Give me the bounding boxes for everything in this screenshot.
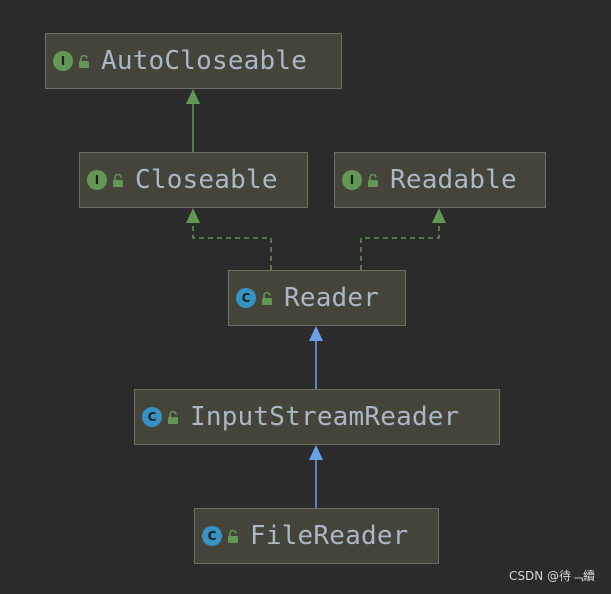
- arrowhead-autocloseable: [186, 89, 200, 104]
- node-label: AutoCloseable: [101, 46, 308, 76]
- interface-icon: I: [87, 170, 107, 190]
- class-icon: C: [142, 407, 162, 427]
- unlocked-icon: [168, 410, 178, 424]
- node-filereader[interactable]: C FileReader: [194, 508, 439, 564]
- edge-reader-closeable: [192, 222, 272, 270]
- arrowhead-closeable: [186, 208, 200, 223]
- node-label: Readable: [390, 165, 517, 195]
- arrowhead-inputstreamreader: [309, 445, 323, 460]
- node-label: FileReader: [250, 521, 409, 551]
- unlocked-icon: [368, 173, 378, 187]
- node-autocloseable[interactable]: I AutoCloseable: [45, 33, 342, 89]
- arrowhead-readable: [432, 208, 446, 223]
- interface-icon: I: [342, 170, 362, 190]
- node-label: Closeable: [135, 165, 278, 195]
- node-label: InputStreamReader: [190, 402, 460, 432]
- unlocked-icon: [228, 529, 238, 543]
- unlocked-icon: [113, 173, 123, 187]
- class-icon: C: [202, 526, 222, 546]
- unlocked-icon: [262, 291, 272, 305]
- unlocked-icon: [79, 54, 89, 68]
- watermark: CSDN @待﹁續: [508, 569, 595, 583]
- arrowhead-reader: [309, 326, 323, 341]
- edge-reader-readable: [360, 222, 440, 270]
- node-closeable[interactable]: I Closeable: [79, 152, 308, 208]
- abstract-class-icon: C: [236, 288, 256, 308]
- node-reader[interactable]: C Reader: [228, 270, 406, 326]
- node-inputstreamreader[interactable]: C InputStreamReader: [134, 389, 500, 445]
- node-readable[interactable]: I Readable: [334, 152, 546, 208]
- node-label: Reader: [284, 283, 380, 313]
- interface-icon: I: [53, 51, 73, 71]
